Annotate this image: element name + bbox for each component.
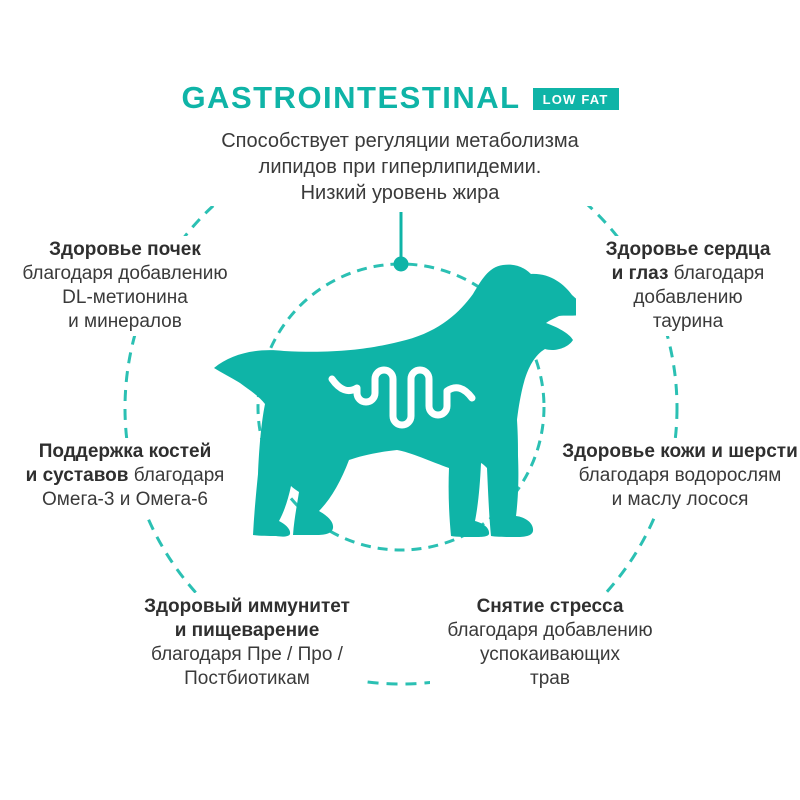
subtitle-line: Способствует регуляции метаболизма bbox=[221, 130, 579, 152]
benefit-stress-relief: Снятие стресса благодаря добавлению успока… bbox=[430, 593, 670, 693]
header: GASTROINTESTINAL LOW FAT bbox=[0, 82, 800, 113]
benefit-line: и суставов благодаря bbox=[25, 465, 225, 486]
dog-silhouette bbox=[214, 264, 586, 537]
benefit-line: Омега-3 и Омега-6 bbox=[42, 489, 208, 510]
subtitle-line: Низкий уровень жира bbox=[300, 182, 500, 204]
inner-dashed-ring bbox=[256, 262, 546, 552]
benefit-line: и минералов bbox=[68, 311, 182, 332]
intestine-icon bbox=[328, 366, 476, 429]
benefit-line: и глаз благодаря bbox=[611, 263, 765, 284]
benefit-line: благодаря водорослям bbox=[578, 465, 782, 486]
benefit-heart-eyes: Здоровье сердца и глаз благодаря добавлени… bbox=[576, 236, 800, 336]
benefit-line: успокаивающих bbox=[480, 644, 620, 665]
subtitle: Способствует регуляции метаболизма липид… bbox=[190, 128, 610, 206]
benefit-line: и маслу лосося bbox=[611, 489, 749, 510]
benefit-line: Снятие стресса bbox=[476, 596, 624, 617]
benefit-line: благодаря Пре / Про / bbox=[151, 644, 343, 665]
benefit-line: благодаря добавлению bbox=[22, 263, 228, 284]
benefit-line: Здоровье кожи и шерсти bbox=[562, 441, 798, 462]
benefit-line: Здоровье сердца bbox=[605, 239, 771, 260]
low-fat-badge: LOW FAT bbox=[532, 87, 619, 110]
benefit-line: таурина bbox=[652, 311, 724, 332]
benefit-line: благодаря добавлению bbox=[447, 620, 653, 641]
benefit-line: DL-метионина bbox=[62, 287, 188, 308]
benefit-skin-coat: Здоровье кожи и шерсти благодаря водоросл… bbox=[556, 438, 800, 514]
benefit-immunity-digestion: Здоровый иммунитет и пищеварение благодаря… bbox=[128, 593, 366, 693]
benefit-line: трав bbox=[530, 668, 570, 689]
benefit-line: добавлению bbox=[633, 287, 743, 308]
subtitle-line: липидов при гиперлипидемии. bbox=[258, 156, 542, 178]
benefit-line: Здоровый иммунитет bbox=[144, 596, 350, 617]
benefit-line: Здоровье почек bbox=[49, 239, 201, 260]
page-title: GASTROINTESTINAL bbox=[181, 80, 521, 115]
benefit-line: и пищеварение bbox=[174, 620, 320, 641]
connector-dot bbox=[393, 256, 409, 272]
benefit-line: Поддержка костей bbox=[38, 441, 212, 462]
benefit-line: Постбиотикам bbox=[184, 668, 310, 689]
